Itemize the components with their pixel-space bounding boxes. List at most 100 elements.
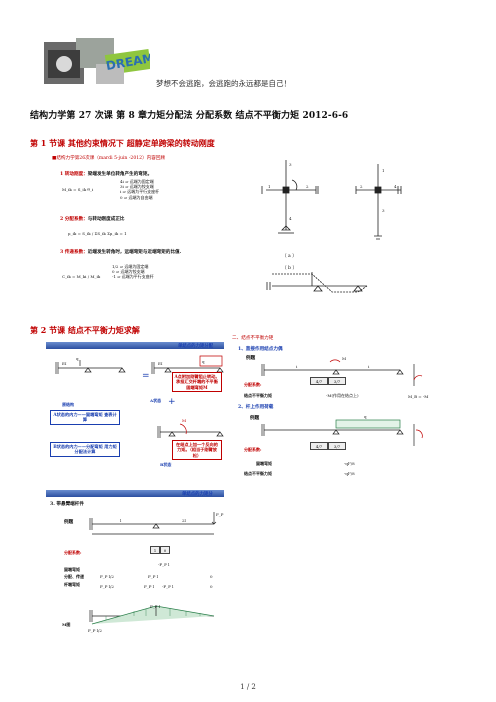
box-release: 在结点上加一个反向的力矩。（相当于刚臂放松）	[172, 440, 222, 461]
figure-a-label: （ a ）	[282, 254, 297, 259]
slide1-diagram: = + EI q EI q M	[55, 355, 224, 438]
svg-text:2: 2	[360, 184, 363, 189]
right-mb-eq: M_B = -M	[408, 394, 429, 399]
right-sub2: 2、杆上作用荷载	[238, 405, 274, 410]
node-moment-sketch	[413, 364, 423, 386]
right-fm-value: -ql²/8	[344, 461, 355, 466]
item3-label: 3 传递系数：	[60, 250, 88, 255]
right-dist2-value-2: 3/7	[328, 442, 346, 450]
right-example1: 例题	[246, 356, 256, 361]
dist-row-2: F_P l	[148, 574, 159, 579]
right-label-q: q	[364, 414, 367, 419]
right-beam-1: M i i	[261, 356, 404, 376]
label-state-a: A状态	[150, 398, 162, 403]
stiffness-case: 4i ⇒ 远端为固定端	[120, 179, 154, 184]
item1-label: 1 转动刚度：	[60, 172, 88, 177]
distribution-label: 分配、传递	[64, 574, 84, 579]
item1: 1 转动刚度：梁端发生单位转角产生的弯矩。	[60, 172, 152, 178]
right-fixed-note: -M(作用在结点上)	[326, 393, 359, 398]
item2: 2 分配系数：与转动刚度成正比	[60, 217, 125, 223]
dist-value-1: 1	[150, 546, 160, 554]
right-dist2-value-1: 4/7	[310, 442, 328, 450]
formula-carryover: C_ik = M_ki / M_ik	[62, 274, 101, 279]
end-row-2: F_P l	[144, 584, 155, 589]
label-state-b: B状态	[160, 462, 172, 467]
section2-heading: 第 2 节课 结点不平衡力矩求解	[30, 325, 140, 335]
dist-label: 分配系数:	[64, 550, 82, 555]
svg-text:3: 3	[382, 208, 385, 213]
right-sub1: 1、直接作用结点力偶	[238, 347, 283, 352]
rod-moment-label: 杆端弯矩	[64, 582, 80, 587]
svg-text:4: 4	[394, 184, 397, 189]
part3-title: 3. 带悬臂端杆件	[50, 502, 84, 507]
slide2-bar: ● ● ● ● ●	[46, 490, 224, 506]
cantilever-beam: l 2l F_P	[89, 512, 224, 535]
load-fp: F_P	[216, 512, 224, 517]
stiffness-cases: 4i ⇒ 远端为固定端 3i ⇒ 远端为铰支端 i ⇒ 远端为平行支座杆 0 ⇒…	[120, 179, 159, 200]
dist-row-3: 0	[210, 574, 213, 579]
right-dist-value-1: 4/7	[310, 377, 328, 385]
item3: 3 传递系数：近端发生转角时，远端弯矩与近端弯矩的比值.	[60, 250, 181, 256]
m-value-bottom: F_P l/2	[88, 628, 102, 633]
svg-text:4: 4	[289, 216, 292, 221]
stiffness-case: 0 ⇒ 远端为自由端	[120, 194, 153, 200]
stiffness-case: 3i ⇒ 远端为铰支端	[120, 184, 154, 190]
label-q-2: q	[202, 359, 205, 364]
example-label: 例题	[64, 520, 74, 525]
label-original-structure: 原结构	[62, 402, 74, 407]
slide2-bar-dots: ● ● ● ● ●	[54, 501, 77, 506]
plus-sign: +	[168, 397, 176, 407]
label-EI-2: EI	[158, 361, 163, 366]
page-number: 1 / 2	[240, 683, 256, 691]
box-state-b-forces: B状态的内力——分配弯矩 用力矩分配法计算	[50, 442, 120, 457]
right-unbalanced-label: 结点不平衡力矩	[244, 471, 272, 476]
carry-case: 0 ⇒ 远端为铰支端	[112, 269, 145, 275]
slide1-bar: ● ● ● ● ●	[46, 342, 224, 358]
right-beam-2: q	[261, 414, 404, 436]
end-row-4: 0	[210, 584, 213, 589]
figure-b-beam	[266, 272, 368, 293]
right-example2: 例题	[250, 416, 260, 421]
carry-cases: 1/2 ⇒ 远端为固定端 0 ⇒ 远端为铰支端 -1 ⇒ 远端为平行支座杆	[112, 264, 154, 280]
fixed-moment-value: -F_P l	[158, 562, 170, 567]
item1-text: 梁端发生单位转角产生的弯矩。	[87, 172, 153, 177]
slide1-bar-dots: ● ● ● ● ●	[54, 353, 77, 358]
dist-value-2: 0	[160, 546, 170, 554]
right-dist-label-2: 分配系数:	[244, 447, 262, 452]
item3-text: 近端发生转角时，远端弯矩与近端弯矩的比值.	[87, 250, 182, 255]
slide2-bar-label: 单结点的力矩分	[182, 492, 213, 497]
m-value-top: F_P l	[150, 604, 161, 609]
svg-text:2: 2	[306, 184, 309, 189]
review-line: ■结构力学第26次课（mardi 5-juin -2012）内容回顾	[52, 156, 166, 161]
stiffness-case: i ⇒ 远端为平行支座杆	[120, 189, 160, 195]
svg-text:3: 3	[289, 162, 292, 167]
formula-distribution: μ_ik = S_ik / ΣS_ik Σμ_ik = 1	[68, 231, 127, 236]
section1-heading: 第 1 节课 其他约束情况下 超静定单跨梁的转动刚度	[30, 138, 215, 148]
moment-diagram	[89, 605, 215, 625]
right-label-i: i	[296, 364, 298, 369]
right-ub-value: -ql²/8	[344, 471, 355, 476]
slide1-bar-label: 单结点的力矩分配	[178, 344, 214, 349]
m-diagram-label: M图	[62, 622, 71, 627]
right-heading: 二、结点不平衡力矩	[232, 336, 274, 341]
figure-b-label: （ b ）	[282, 266, 298, 271]
item2-text: 与转动刚度成正比	[87, 217, 125, 222]
end-row-1: F_P l/2	[100, 584, 114, 589]
carry-case: 1/2 ⇒ 远端为固定端	[112, 264, 149, 269]
end-row-3: -F_P l	[162, 584, 174, 589]
right-label-i-2: i	[368, 364, 370, 369]
right-fixed-label-2: 固端弯矩	[256, 461, 272, 466]
svg-text:1: 1	[268, 184, 271, 189]
label-q: q	[76, 356, 79, 361]
banner-text: DREAM	[105, 51, 150, 73]
label-EI: EI	[62, 361, 67, 366]
node-moment-sketch-2	[413, 424, 423, 446]
len-l: l	[120, 518, 122, 523]
formula-stiffness: M_ik = S_ik θ_i	[62, 187, 94, 192]
doc-title: 结构力学第 27 次课 第 8 章力矩分配法 分配系数 结点不平衡力矩 2012…	[30, 111, 349, 121]
item2-label: 2 分配系数：	[60, 217, 88, 222]
right-dist-value-2: 3/7	[328, 377, 346, 385]
right-label-M: M	[342, 356, 346, 361]
box-state-a-forces: A状态的内力——固端弯矩 查表计算	[50, 410, 120, 425]
